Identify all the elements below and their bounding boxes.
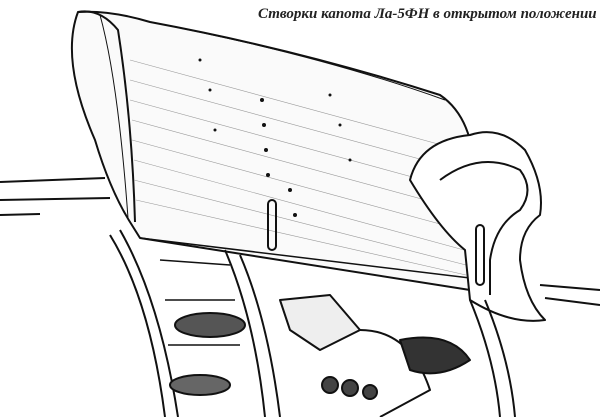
cowl-flap-panel	[70, 10, 471, 291]
figure-caption: Створки капота Ла-5ФН в открытом положен…	[258, 6, 597, 22]
rivet-row	[198, 58, 352, 217]
fuselage-lines	[0, 177, 600, 306]
latch-slot	[267, 199, 277, 251]
fuselage-body	[109, 229, 516, 417]
